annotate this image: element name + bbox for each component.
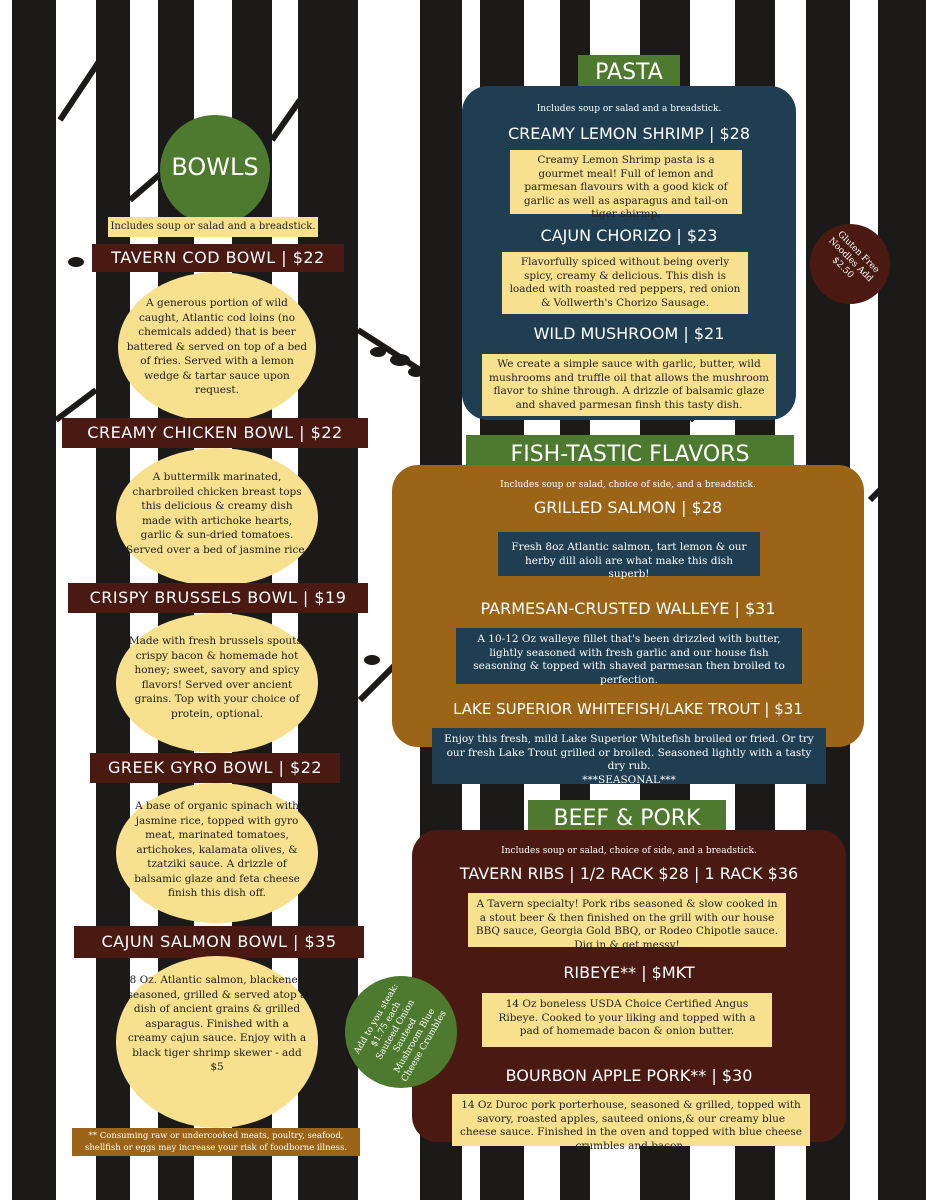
bowl-desc-circle: [116, 783, 318, 923]
fish-desc-whitefish-box: Enjoy this fresh, mild Lake Superior Whi…: [432, 728, 826, 786]
beef-title-tavern-ribs: TAVERN RIBS | 1/2 RACK $28 | 1 RACK $36: [459, 864, 799, 883]
gluten-free-note: Gluten Free Noodles Add $2.50: [826, 229, 881, 285]
bowl-desc-tavern-cod: A generous portion of wild caught, Atlan…: [126, 297, 308, 396]
bowl-desc-crispy-brussels: Made with fresh brussels spouts, crispy …: [128, 635, 306, 720]
fish-intro: Includes soup or salad, choice of side, …: [500, 480, 756, 490]
bowl-title-creamy-chicken: CREAMY CHICKEN BOWL | $22: [62, 418, 368, 448]
pasta-desc-creamy-lemon-shrimp: Creamy Lemon Shrimp pasta is a gourmet m…: [510, 150, 742, 220]
pasta-desc-wild-mushroom: We create a simple sauce with garlic, bu…: [482, 354, 776, 416]
beef-desc-ribeye: 14 Oz boneless USDA Choice Certified Ang…: [482, 993, 772, 1047]
bowl-title-cajun-salmon: CAJUN SALMON BOWL | $35: [74, 926, 364, 958]
bowl-desc-cajun-salmon: 8 Oz. Atlantic salmon, blackened seasone…: [127, 974, 307, 1073]
steak-addon-note: Add to you steak: $1.75 each Sauteed Oni…: [352, 982, 449, 1084]
fish-desc-whitefish: Enjoy this fresh, mild Lake Superior Whi…: [444, 733, 814, 772]
bowls-intro: Includes soup or salad and a breadstick.: [108, 217, 318, 237]
food-safety-disclaimer: ** Consuming raw or undercooked meats, p…: [72, 1128, 360, 1156]
bowls-heading-badge: BOWLS: [160, 115, 270, 225]
fish-panel: [392, 465, 864, 747]
bowl-desc-greek-gyro: A base of organic spinach with jasmine r…: [134, 800, 300, 899]
bowl-desc-circle: [116, 956, 318, 1128]
bowl-title-greek-gyro: GREEK GYRO BOWL | $22: [90, 753, 340, 783]
bowl-desc-circle: [116, 613, 318, 753]
pasta-title-cajun-chorizo: CAJUN CHORIZO | $23: [540, 226, 718, 245]
pasta-heading: PASTA: [578, 55, 680, 91]
fish-desc-grilled-salmon: Fresh 8oz Atlantic salmon, tart lemon & …: [498, 532, 760, 580]
fish-title-walleye: PARMESAN-CRUSTED WALLEYE | $31: [480, 599, 776, 618]
beef-desc-tavern-ribs: A Tavern specialty! Pork ribs seasoned &…: [468, 893, 786, 951]
bowl-desc-creamy-chicken: A buttermilk marinated, charbroiled chic…: [126, 471, 308, 556]
bowl-desc-circle: [118, 272, 316, 422]
seasonal-note: ***SEASONAL***: [582, 773, 676, 786]
beef-panel: [412, 830, 846, 1142]
fish-title-whitefish: LAKE SUPERIOR WHITEFISH/LAKE TROUT | $31: [453, 700, 803, 718]
pasta-desc-cajun-chorizo: Flavorfully spiced without being overly …: [502, 252, 748, 314]
beef-desc-bourbon-apple-pork: 14 Oz Duroc pork porterhouse, seasoned &…: [452, 1094, 810, 1152]
fish-desc-walleye: A 10-12 Oz walleye fillet that's been dr…: [456, 628, 802, 686]
pasta-title-wild-mushroom: WILD MUSHROOM | $21: [533, 324, 725, 343]
pasta-intro: Includes soup or salad and a breadstick.: [536, 104, 722, 114]
bowls-heading: BOWLS: [171, 153, 259, 181]
bowl-title-tavern-cod: TAVERN COD BOWL | $22: [92, 244, 344, 272]
gluten-free-badge: Gluten Free Noodles Add $2.50: [810, 224, 890, 304]
beef-intro: Includes soup or salad, choice of side, …: [501, 846, 757, 856]
bowl-title-crispy-brussels: CRISPY BRUSSELS BOWL | $19: [68, 583, 368, 613]
beef-title-ribeye: RIBEYE** | $MKT: [563, 963, 695, 982]
steak-addon-badge: Add to you steak: $1.75 each Sauteed Oni…: [345, 976, 457, 1088]
beef-title-bourbon-apple-pork: BOURBON APPLE PORK** | $30: [505, 1066, 753, 1085]
pasta-title-creamy-lemon-shrimp: CREAMY LEMON SHRIMP | $28: [507, 124, 751, 143]
fish-title-grilled-salmon: GRILLED SALMON | $28: [533, 498, 723, 517]
bowl-desc-circle: [116, 448, 318, 586]
